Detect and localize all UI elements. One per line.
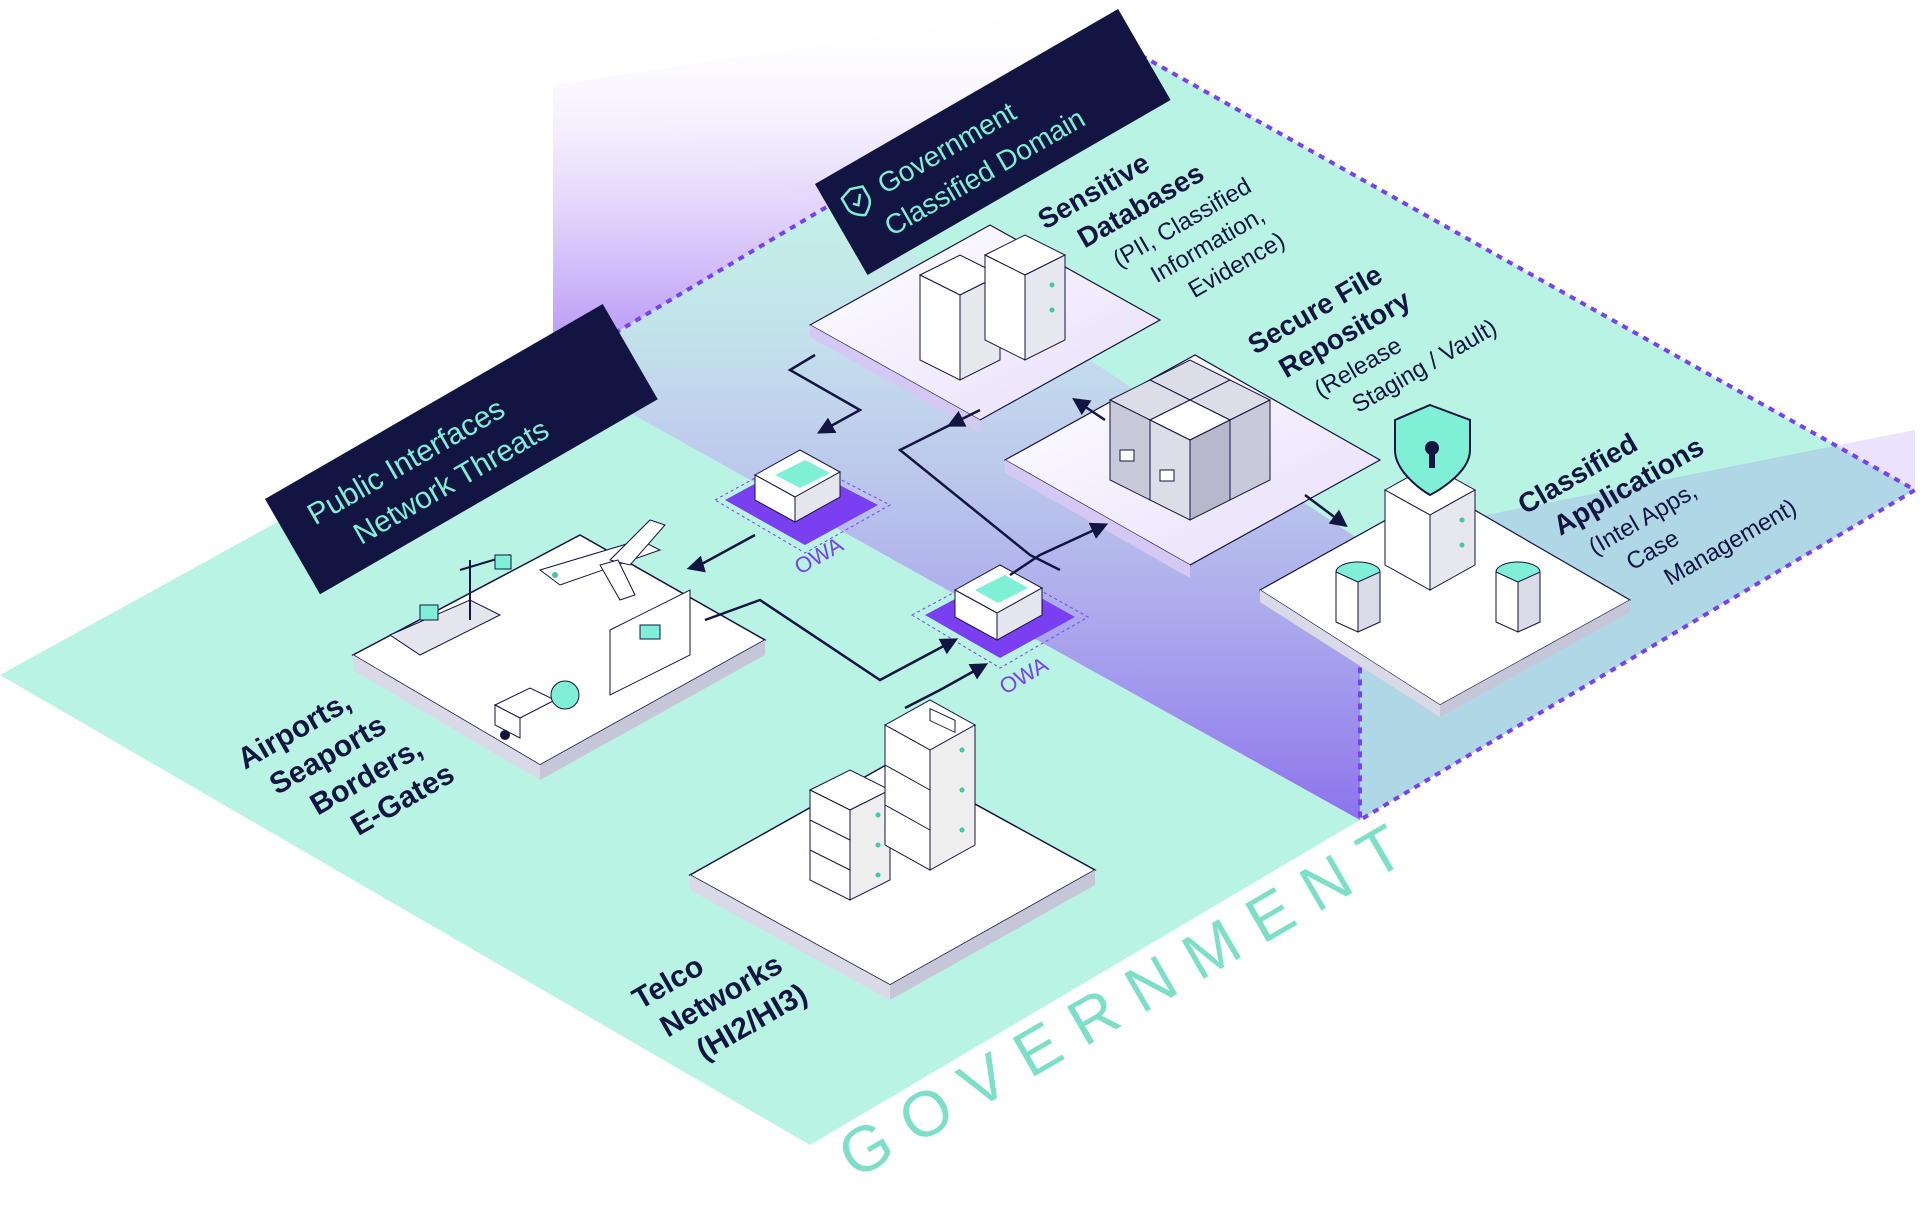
ship-icon — [388, 599, 502, 656]
arrow-owa-center-to-db — [897, 408, 1061, 572]
arrow-owa-center-to-airports — [704, 598, 959, 682]
airport-scene — [538, 519, 666, 601]
telco-server-stack-right — [883, 699, 977, 871]
lock-icon — [1119, 449, 1175, 482]
shield-icon — [840, 185, 872, 217]
telco-platform — [688, 759, 1097, 1000]
airports-platform — [351, 534, 767, 780]
owa-center-pad — [910, 564, 1090, 669]
app-tower-right — [1495, 561, 1541, 633]
connection-arrows — [686, 353, 1348, 710]
truck-icon — [493, 687, 557, 740]
gate-booth-icon — [609, 589, 691, 696]
arrow-repository-to-apps — [1304, 494, 1348, 528]
crane-icon — [459, 554, 512, 620]
apps-platform — [1258, 489, 1632, 717]
globe-icon — [550, 680, 580, 710]
database-server-right — [983, 234, 1067, 361]
vault-blocks — [1108, 359, 1272, 521]
app-tower-left — [1335, 561, 1381, 633]
classified-front-wall — [553, 85, 1360, 820]
arrow-owa-center-to-repository — [1009, 522, 1109, 577]
owa-left-pad — [713, 449, 892, 554]
arrow-repository-to-db — [1072, 398, 1106, 422]
arrow-db-to-owa-left — [787, 353, 863, 434]
arrow-telco-to-owa-center — [904, 663, 989, 710]
arrow-owa-left-to-airports — [686, 533, 756, 573]
telco-server-stack-left — [808, 769, 892, 901]
shield-lock-icon — [1394, 403, 1471, 497]
databases-label: Sensitive Databases (PII, Classified Inf… — [1033, 147, 1290, 304]
